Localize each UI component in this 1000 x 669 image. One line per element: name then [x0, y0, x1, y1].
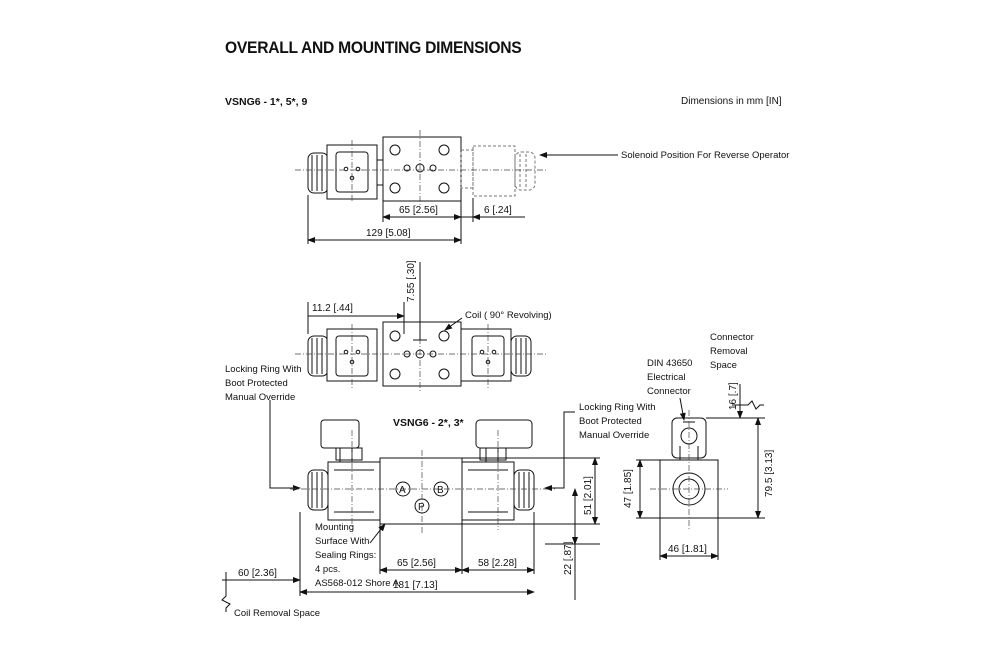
reverse-operator-callout: Solenoid Position For Reverse Operator [621, 150, 789, 161]
top-dim-overall: 129 [5.08] [366, 228, 411, 239]
mounting-note-5: AS568-012 Shore A [315, 578, 400, 589]
locking-right-line3: Manual Override [579, 430, 649, 441]
units-note: Dimensions in mm [IN] [681, 96, 782, 107]
side-view [636, 384, 765, 560]
connector-removal-3: Space [710, 360, 737, 371]
port-b: B [437, 485, 444, 496]
front-dim-body: 65 [2.56] [397, 558, 436, 569]
page-title: OVERALL AND MOUNTING DIMENSIONS [225, 38, 522, 57]
top-dim-body: 65 [2.56] [399, 205, 438, 216]
din-note-3: Connector [647, 386, 691, 397]
dim-46: 46 [1.81] [668, 544, 707, 555]
din-note-2: Electrical [647, 372, 686, 383]
front-model-label: VSNG6 - 2*, 3* [393, 417, 465, 429]
coil-removal-label: Coil Removal Space [234, 608, 320, 619]
locking-right-line1: Locking Ring With [579, 402, 656, 413]
locking-left-line1: Locking Ring With [225, 364, 302, 375]
dim-51: 51 [2.01] [583, 476, 594, 515]
coil-note: Coil ( 90° Revolving) [465, 310, 552, 321]
model-label-top: VSNG6 - 1*, 5*, 9 [225, 96, 308, 108]
mounting-note-4: 4 pcs. [315, 564, 340, 575]
dim-79-5: 79.5 [3.13] [764, 450, 775, 497]
mounting-note-1: Mounting [315, 522, 354, 533]
dim-16: 16 [.7] [728, 382, 739, 410]
top-view [295, 130, 618, 244]
din-note-1: DIN 43650 [647, 358, 692, 369]
front-dim-overall: 181 [7.13] [393, 580, 438, 591]
port-a: A [399, 485, 406, 496]
front-view [221, 411, 600, 612]
dim-coil-removal: 60 [2.36] [238, 568, 277, 579]
mounting-note-2: Surface With [315, 536, 369, 547]
locking-left-line3: Manual Override [225, 392, 295, 403]
port-p: P [418, 502, 425, 513]
dim-22: 22 [.87] [563, 541, 574, 575]
dim-7-55: 7.55 [.30] [406, 260, 417, 302]
middle-view [269, 262, 548, 491]
mounting-note-3: Sealing Rings: [315, 550, 376, 561]
locking-left-line2: Boot Protected [225, 378, 288, 389]
locking-right-line2: Boot Protected [579, 416, 642, 427]
connector-removal-2: Removal [710, 346, 748, 357]
top-dim-offset: 6 [.24] [484, 205, 512, 216]
connector-removal-1: Connector [710, 332, 754, 343]
dim-47: 47 [1.85] [623, 469, 634, 508]
front-dim-right: 58 [2.28] [478, 558, 517, 569]
dim-11-2: 11.2 [.44] [312, 303, 353, 314]
